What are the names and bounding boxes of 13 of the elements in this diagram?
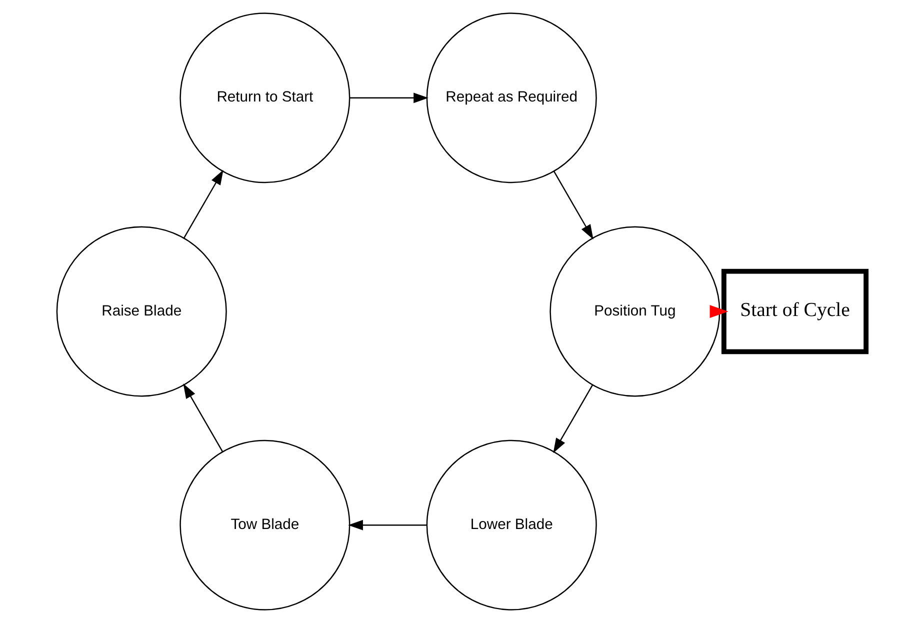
node-circle: Return to Start <box>180 12 350 184</box>
node-circle: Lower Blade <box>426 440 597 610</box>
node-circle: Repeat as Required <box>426 12 597 184</box>
arrow <box>184 170 224 238</box>
arrow <box>350 92 428 104</box>
arrow <box>348 520 427 530</box>
arrow <box>554 171 594 240</box>
arrow <box>710 305 728 318</box>
node-circle: Raise Blade <box>56 226 227 397</box>
node-box: Start of Cycle <box>721 268 869 354</box>
arrow <box>553 384 594 454</box>
node-circle: Tow Blade <box>180 440 350 610</box>
arrow <box>183 384 224 452</box>
